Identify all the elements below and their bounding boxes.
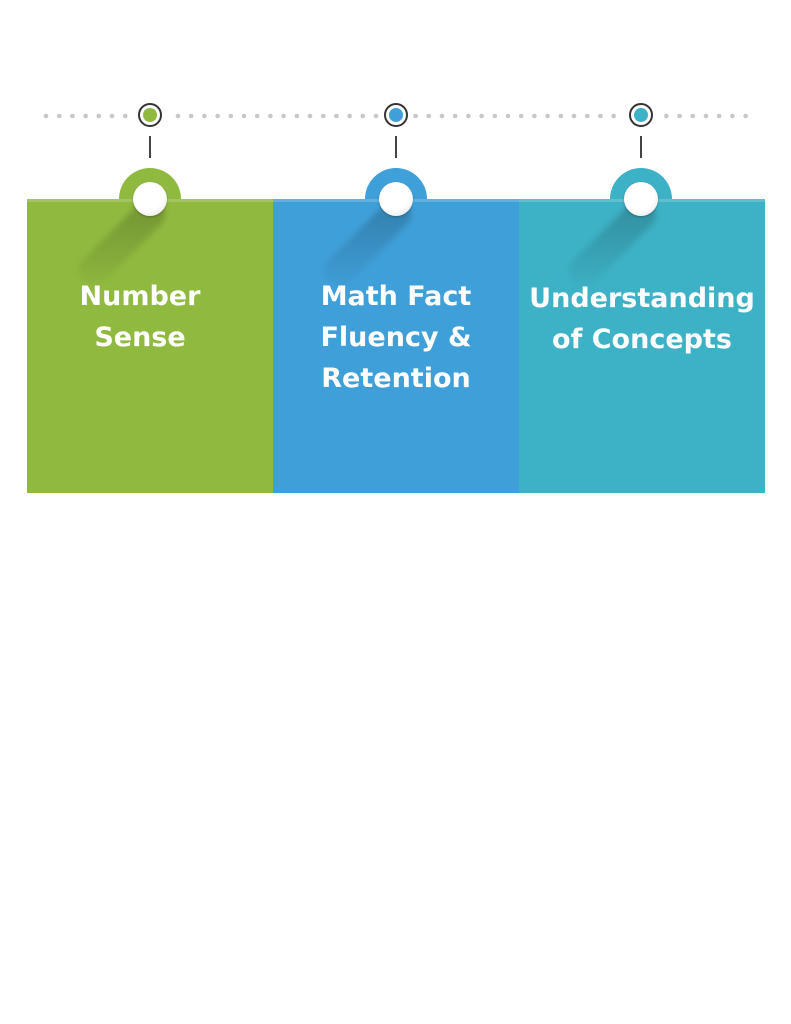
- timeline-dot: [254, 113, 260, 119]
- timeline-dot: [215, 113, 220, 119]
- timeline-dot: [426, 113, 432, 119]
- timeline-dot: [505, 113, 511, 119]
- step-card-number-sense: Number Sense: [27, 168, 273, 493]
- timeline-dot: [571, 113, 577, 119]
- timeline-dot: [228, 113, 234, 119]
- timeline-node-3: [629, 103, 653, 127]
- timeline-dot: [664, 113, 669, 119]
- timeline-dot: [413, 113, 418, 119]
- timeline-dot: [70, 113, 75, 119]
- timeline-dot: [96, 113, 102, 119]
- timeline-dot: [109, 113, 115, 119]
- timeline-dot: [56, 113, 62, 119]
- step-title: Understanding of Concepts: [529, 283, 755, 355]
- timeline-node-2: [384, 103, 408, 127]
- timeline-dot: [584, 113, 590, 119]
- step-card-understanding-concepts: Understanding of Concepts: [519, 168, 765, 493]
- timeline-dot: [281, 113, 286, 119]
- timeline-dot: [241, 113, 247, 119]
- timeline-dot: [307, 113, 313, 119]
- pin-icon: [133, 182, 167, 216]
- timeline-dot: [439, 113, 445, 119]
- timeline-dot: [611, 113, 616, 119]
- timeline-dot: [730, 113, 735, 119]
- timeline-dot: [479, 113, 484, 119]
- timeline-dot: [268, 113, 273, 119]
- timeline-dot: [122, 113, 128, 119]
- timeline-dotted-line: [43, 113, 748, 119]
- timeline-dot: [716, 113, 722, 119]
- timeline-dot: [677, 113, 682, 119]
- timeline-dot: [703, 113, 709, 119]
- timeline-dot: [518, 113, 524, 119]
- timeline-dot: [175, 113, 181, 119]
- timeline-dot: [452, 113, 458, 119]
- timeline-dot: [558, 113, 564, 119]
- timeline-dot: [532, 113, 537, 119]
- timeline-dot: [360, 113, 366, 119]
- timeline-dot: [598, 113, 603, 119]
- timeline-dot: [202, 113, 207, 119]
- timeline-dot: [188, 113, 194, 119]
- timeline-dot: [294, 113, 300, 119]
- timeline-node-1: [138, 103, 162, 127]
- step-card-math-fact-fluency: Math Fact Fluency & Retention: [273, 168, 519, 493]
- step-title: Number Sense: [79, 281, 201, 353]
- timeline-dot: [545, 113, 550, 119]
- connector-line: [395, 136, 397, 158]
- timeline-dot: [347, 113, 352, 119]
- timeline-dot: [690, 113, 696, 119]
- timeline-dot: [743, 113, 748, 119]
- step-title: Math Fact Fluency & Retention: [320, 281, 472, 394]
- timeline-dot: [492, 113, 498, 119]
- timeline-dot: [334, 113, 339, 119]
- timeline-dot: [466, 113, 471, 119]
- timeline-dot: [83, 113, 88, 119]
- timeline-dot: [43, 113, 49, 119]
- connector-line: [149, 136, 151, 158]
- pin-icon: [624, 182, 658, 216]
- timeline-dot: [373, 113, 379, 119]
- pin-icon: [379, 182, 413, 216]
- timeline-dot: [320, 113, 326, 119]
- connector-line: [640, 136, 642, 158]
